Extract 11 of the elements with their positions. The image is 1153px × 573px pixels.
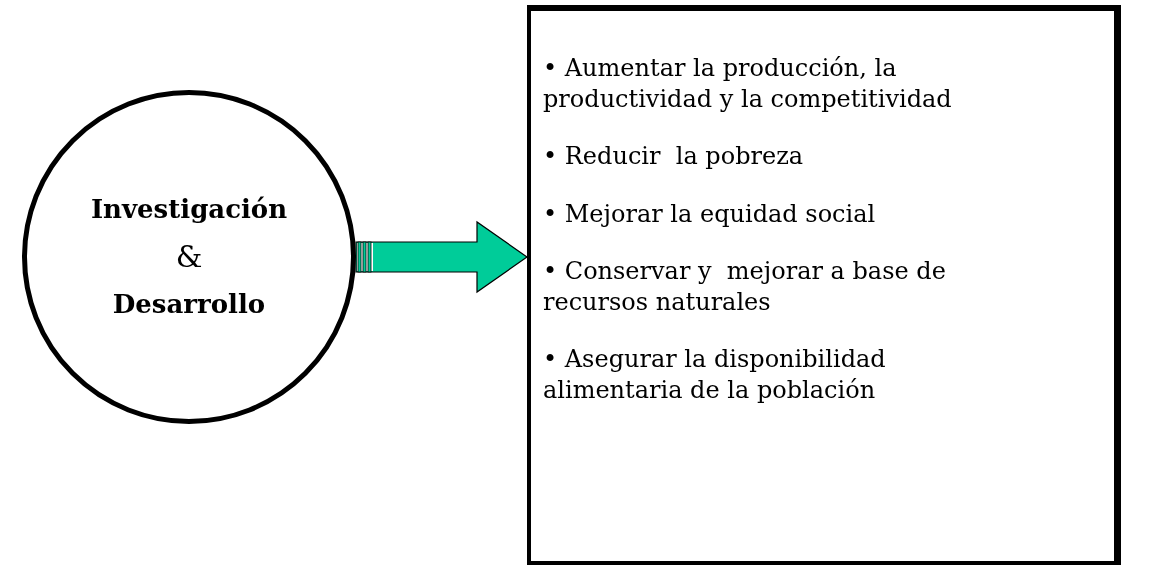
circle-label: Investigación bbox=[90, 193, 288, 225]
ampersand-text: & bbox=[175, 239, 203, 275]
bullet-item: • Conservar y mejorar a base de recursos naturales bbox=[543, 255, 947, 318]
circle-label: Desarrollo bbox=[112, 289, 266, 321]
bullet-item: • Asegurar la disponibilidad alimentaria de la población bbox=[543, 344, 887, 407]
circle-node bbox=[22, 90, 356, 424]
bullet-item: • Reducir la pobreza bbox=[543, 141, 805, 173]
bullet-item: • Mejorar la equidad social bbox=[543, 198, 877, 230]
block-arrow bbox=[355, 220, 529, 294]
bullet-item: • Aumentar la producción, la productividad y la competitividad bbox=[543, 53, 953, 116]
goals-box bbox=[527, 5, 1121, 565]
